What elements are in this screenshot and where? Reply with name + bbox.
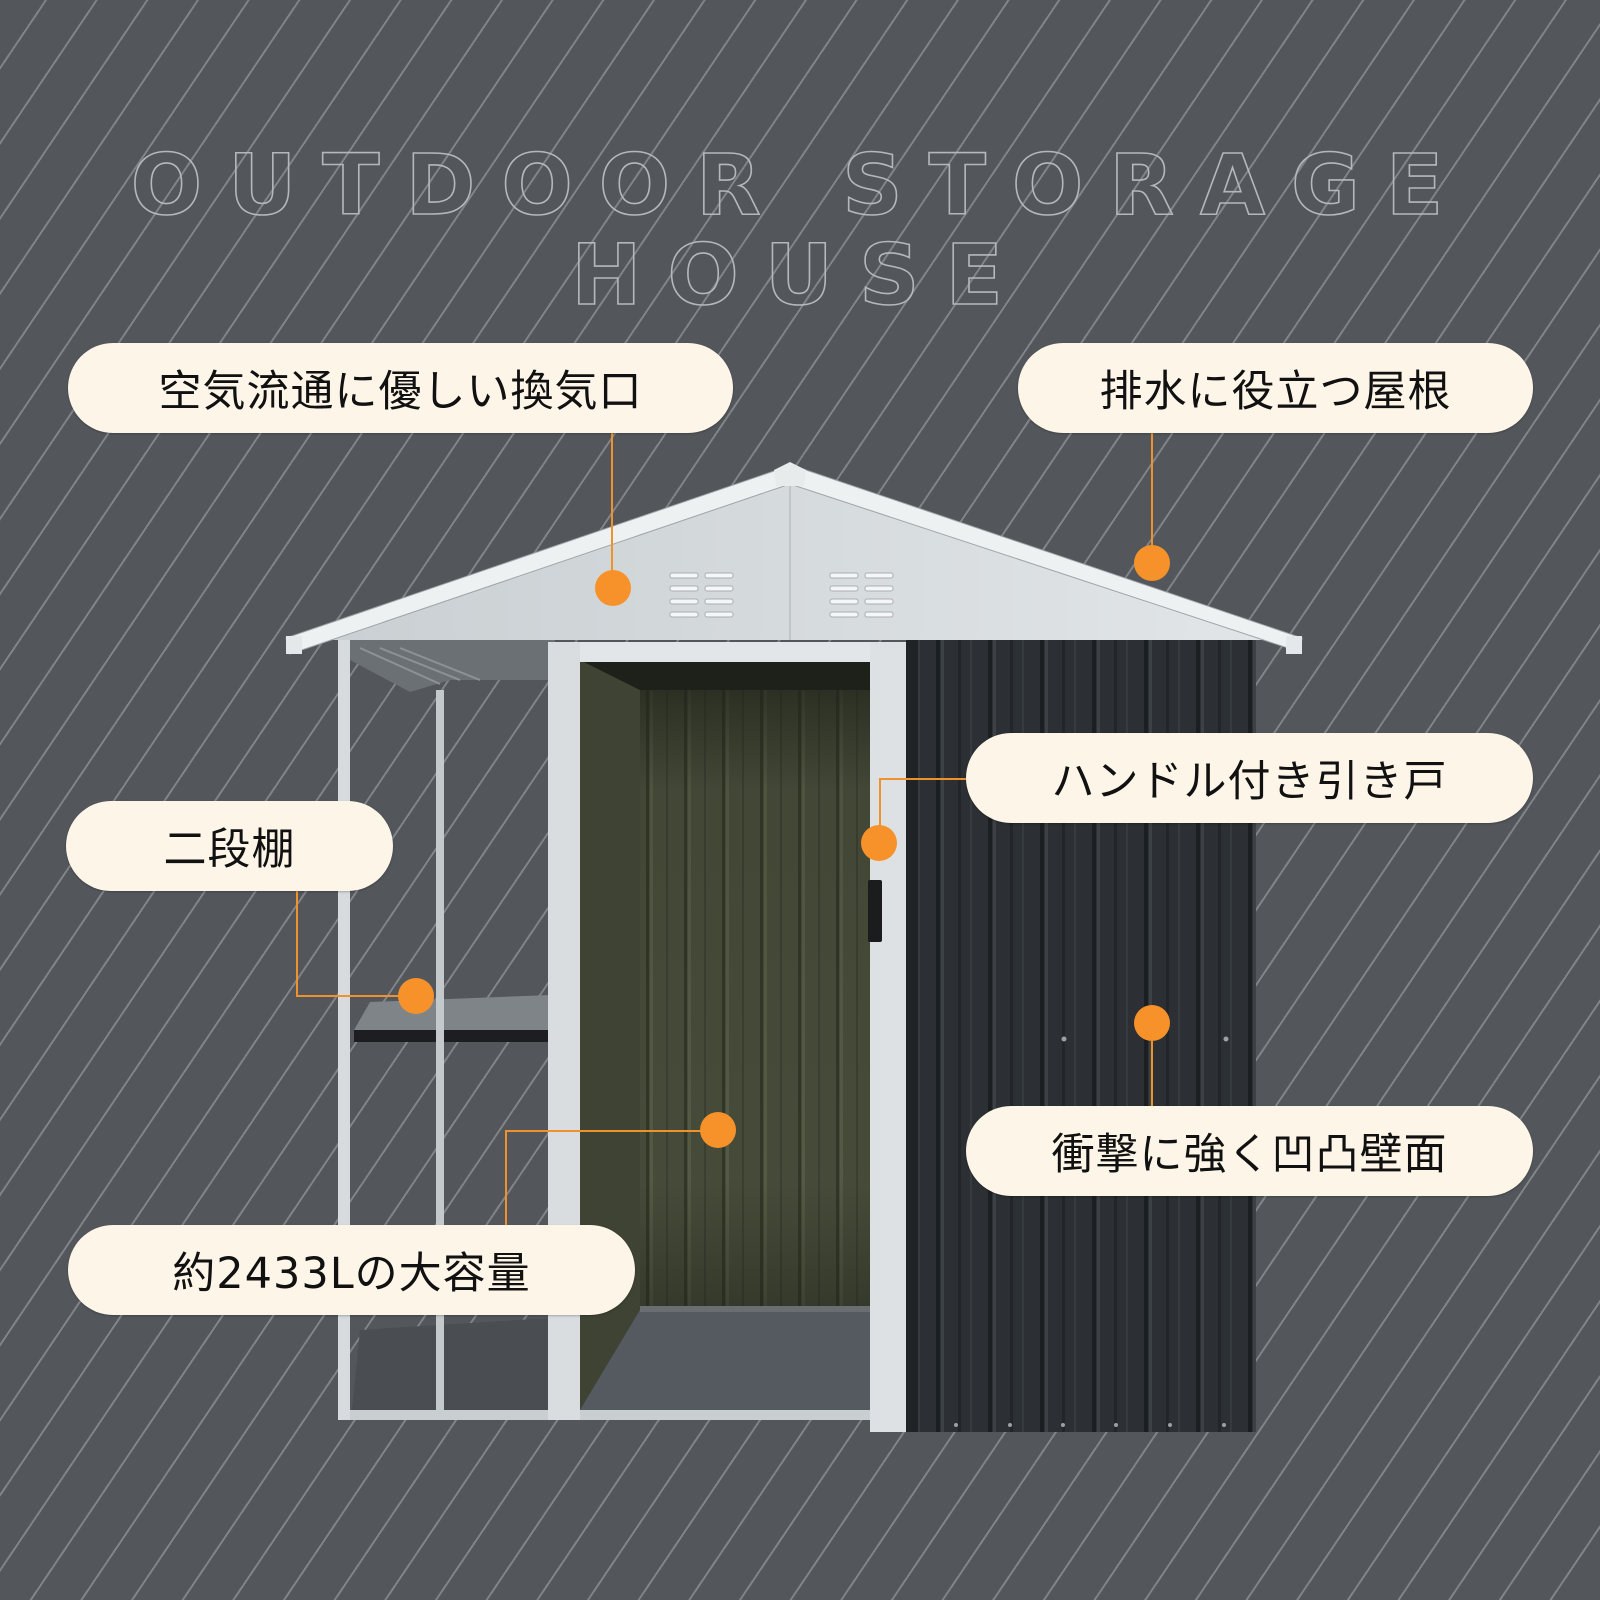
callout-shelf-label: 二段棚 [163, 825, 296, 875]
vent-connector [611, 430, 613, 588]
vent-marker[interactable] [595, 570, 631, 606]
door-connector-h [879, 778, 969, 780]
callout-wall-label: 衝撃に強く凹凸壁面 [1051, 1130, 1448, 1180]
callout-door: ハンドル付き引き戸 [966, 733, 1533, 823]
door-handle [868, 880, 882, 942]
callout-capacity: 約2433Lの大容量 [68, 1225, 635, 1315]
shelf-marker[interactable] [398, 978, 434, 1014]
callout-vent-label: 空気流通に優しい換気口 [158, 367, 643, 417]
roof-gable [296, 470, 1300, 640]
shelf-connector-v [296, 890, 298, 996]
capacity-connector-h [505, 1130, 719, 1132]
wall-marker[interactable] [1134, 1005, 1170, 1041]
roof-connector [1151, 432, 1153, 564]
door-connector-v [879, 778, 881, 842]
callout-capacity-label: 約2433Lの大容量 [172, 1249, 531, 1299]
callout-door-label: ハンドル付き引き戸 [1051, 757, 1448, 807]
capacity-connector-v [505, 1130, 507, 1226]
page-title: OUTDOOR STORAGE HOUSE [0, 139, 1600, 321]
callout-roof: 排水に役立つ屋根 [1018, 343, 1533, 433]
capacity-marker[interactable] [700, 1112, 736, 1148]
callout-vent: 空気流通に優しい換気口 [68, 343, 733, 433]
callout-wall: 衝撃に強く凹凸壁面 [966, 1106, 1533, 1196]
title-text: OUTDOOR STORAGE HOUSE [130, 136, 1470, 324]
roof-marker[interactable] [1134, 545, 1170, 581]
wall-connector [1151, 1024, 1153, 1108]
callout-shelf: 二段棚 [66, 801, 393, 891]
door-marker[interactable] [861, 825, 897, 861]
callout-roof-label: 排水に役立つ屋根 [1099, 367, 1452, 417]
shelf-connector-h [296, 995, 416, 997]
